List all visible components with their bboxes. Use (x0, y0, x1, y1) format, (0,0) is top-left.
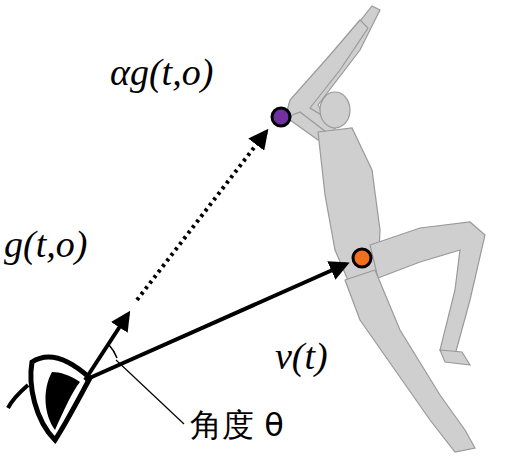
angle-arc (109, 345, 117, 358)
angle-label: 角度 θ (190, 408, 284, 443)
v-vector-arrow (85, 264, 346, 380)
target-point (272, 108, 290, 126)
eye-symbol (8, 357, 90, 440)
vector-label: v(t) (275, 336, 328, 378)
scaled-vector-arrow (137, 132, 266, 300)
leader-line (116, 360, 184, 424)
scaled-vector-label: αg(t,o) (110, 52, 213, 94)
vector-label: g(t,o) (4, 224, 87, 266)
human-figure (285, 6, 485, 452)
body-point (353, 249, 371, 267)
